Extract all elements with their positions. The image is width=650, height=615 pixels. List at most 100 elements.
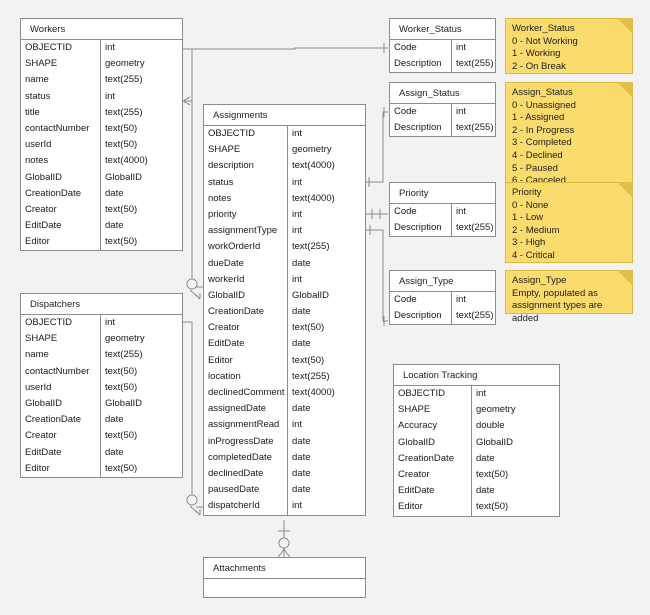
note-line: 1 - Low	[512, 212, 544, 224]
table-row: CreationDate date	[394, 450, 559, 467]
entity-attachments[interactable]: Attachments	[203, 557, 366, 598]
field-type: text(255)	[456, 310, 494, 322]
field-type: text(50)	[105, 381, 138, 393]
table-row: Creator text(50)	[204, 320, 365, 337]
field-name: workerId	[204, 271, 288, 288]
field-name: Editor	[21, 234, 101, 251]
field-name: EditDate	[394, 483, 472, 500]
entity-title-attachments: Attachments	[204, 558, 365, 579]
field-name: GlobalID	[394, 434, 472, 451]
field-type: text(50)	[105, 122, 138, 134]
connector-dispatchers-to-assignments	[183, 321, 193, 503]
table-row: OBJECTID int	[21, 40, 182, 57]
entity-title-dispatchers: Dispatchers	[21, 294, 182, 315]
field-name: dispatcherId	[204, 498, 288, 515]
field-name: completedDate	[204, 449, 288, 466]
field-type: text(255)	[292, 370, 330, 382]
field-type: int	[105, 42, 116, 53]
optional-zero-marker-workers	[186, 278, 198, 290]
table-row: SHAPE geometry	[394, 402, 559, 419]
field-type: text(50)	[292, 322, 325, 334]
field-type: text(255)	[456, 122, 494, 134]
field-type: date	[292, 435, 311, 447]
field-type: int	[292, 273, 303, 285]
field-name: declinedDate	[204, 465, 288, 483]
field-type: geometry	[476, 404, 516, 416]
connector-workers-to-worker-status	[192, 47, 388, 50]
note-line: 0 - None	[512, 199, 549, 211]
note-line: 0 - Unassigned	[512, 99, 576, 111]
note-line: 3 - Completed	[512, 137, 572, 149]
field-type: text(255)	[105, 74, 143, 86]
entity-title-assign-status: Assign_Status	[390, 83, 495, 104]
field-name: Editor	[204, 352, 288, 369]
field-name: assignmentType	[204, 223, 288, 240]
field-name: GlobalID	[204, 287, 288, 305]
field-type: int	[292, 419, 303, 431]
field-name: status	[204, 174, 288, 191]
field-type: int	[456, 42, 467, 53]
field-name: OBJECTID	[21, 315, 101, 332]
connector-workers-left-stub	[183, 48, 193, 102]
field-name: Creator	[394, 466, 472, 484]
field-type: date	[292, 467, 311, 479]
note-title: Worker_Status	[512, 23, 575, 34]
field-type: int	[456, 206, 467, 217]
field-name: EditDate	[21, 444, 101, 461]
field-name: Code	[390, 40, 452, 57]
field-type: date	[105, 187, 124, 199]
field-name: Code	[390, 292, 452, 309]
field-type: date	[292, 451, 311, 463]
field-name: CreationDate	[394, 450, 472, 467]
field-type: date	[476, 452, 495, 464]
field-name: Code	[390, 204, 452, 221]
field-type: date	[105, 414, 124, 426]
field-name: Accuracy	[394, 418, 472, 435]
field-name: SHAPE	[394, 402, 472, 419]
note-line: assignment types are added	[512, 300, 603, 324]
note-line: 5 - Paused	[512, 162, 558, 174]
note-line: 6 - Canceled	[512, 175, 566, 187]
field-name: Creator	[204, 320, 288, 337]
field-type: text(4000)	[292, 192, 335, 204]
entity-title-worker-status: Worker_Status	[390, 19, 495, 40]
field-type: int	[456, 106, 467, 117]
field-type: int	[292, 225, 303, 237]
field-list-attachments	[204, 579, 365, 597]
field-type: int	[105, 90, 116, 102]
field-name: OBJECTID	[21, 40, 101, 57]
note-line: 1 - Assigned	[512, 112, 565, 124]
field-name: contactNumber	[21, 363, 101, 380]
field-name: pausedDate	[204, 482, 288, 499]
